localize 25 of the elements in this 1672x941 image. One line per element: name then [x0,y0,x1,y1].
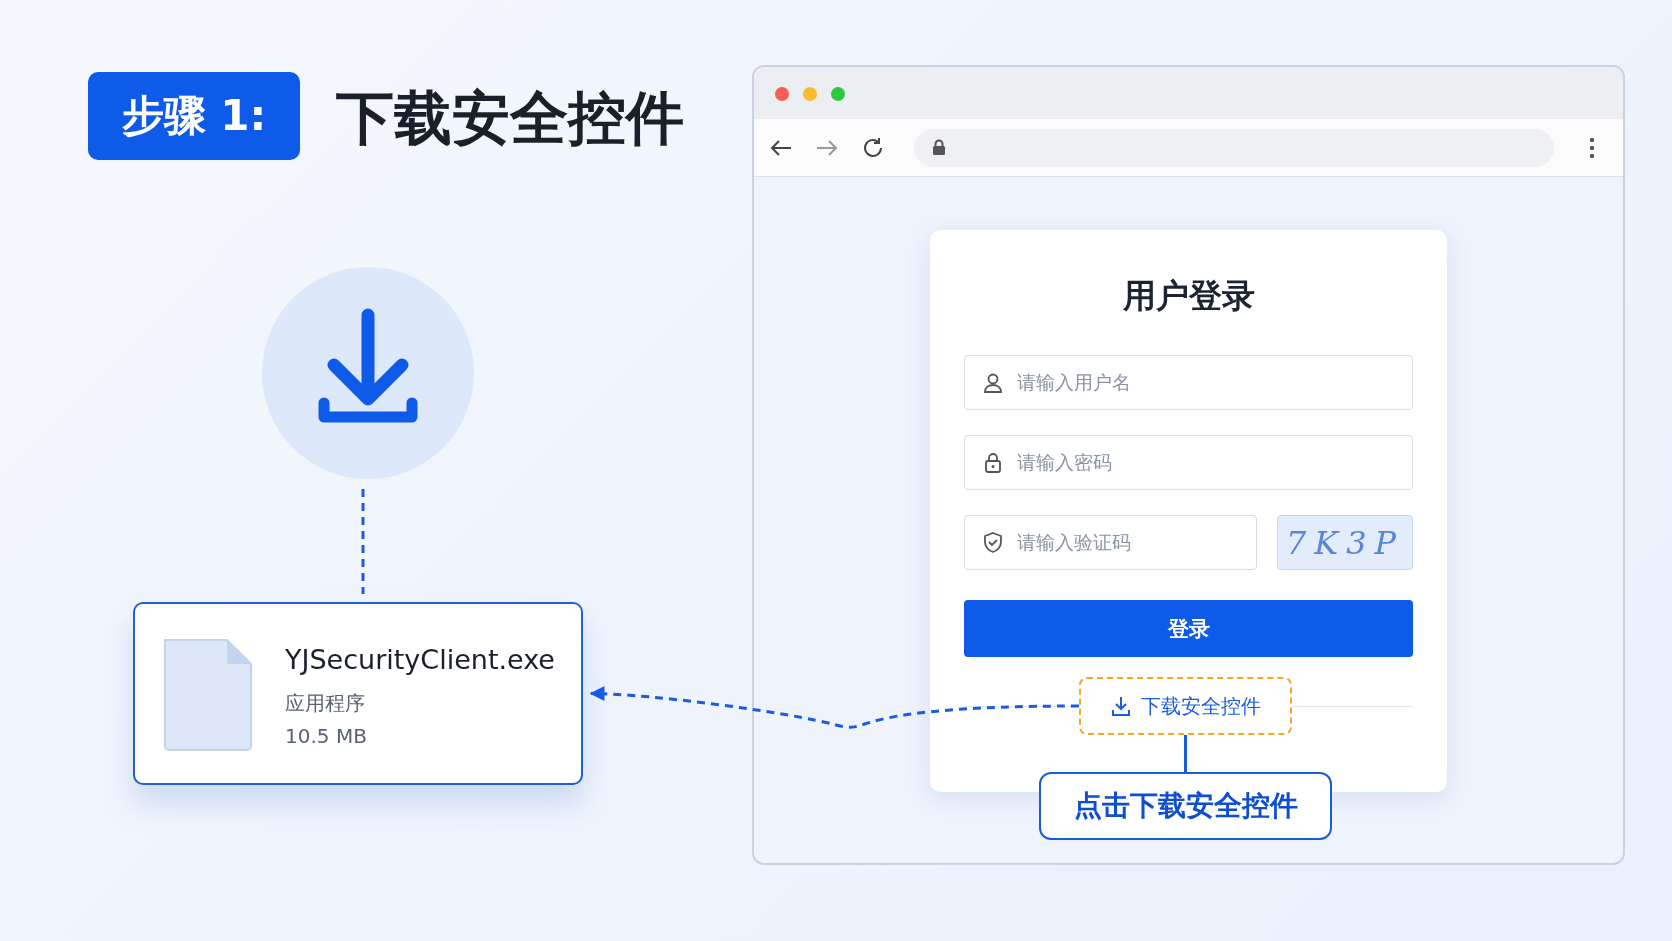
input-field [964,515,1257,570]
file-name: YJSecurityClient.exe [285,644,555,675]
input-field [964,355,1413,410]
browser-window [752,65,1625,865]
card-heading: 用户登录 [1121,275,1256,317]
input-field [964,435,1413,490]
file-card [133,602,583,785]
file-type: 应用程序 [285,690,365,717]
placeholder-text: 请输入密码 [1017,449,1112,475]
login-card [930,230,1447,792]
connector-line [1184,735,1187,772]
placeholder-text: 请输入验证码 [1017,529,1131,555]
captcha-text: 7K3P [1285,523,1405,562]
login-button: 登录 [964,600,1413,657]
page-title: 下载安全控件 [336,83,684,154]
link-text: 下载安全控件 [1140,692,1261,720]
placeholder-text: 请输入用户名 [1017,369,1131,395]
callout-bubble [1039,772,1332,840]
download-link [1079,677,1292,735]
step-badge: 步骤 1: [88,72,300,160]
arrow [589,686,1079,729]
connector-line [361,489,365,594]
captcha-image [1277,515,1413,570]
callout-text: 点击下载安全控件 [1073,788,1298,824]
file-size: 10.5 MB [285,724,367,748]
